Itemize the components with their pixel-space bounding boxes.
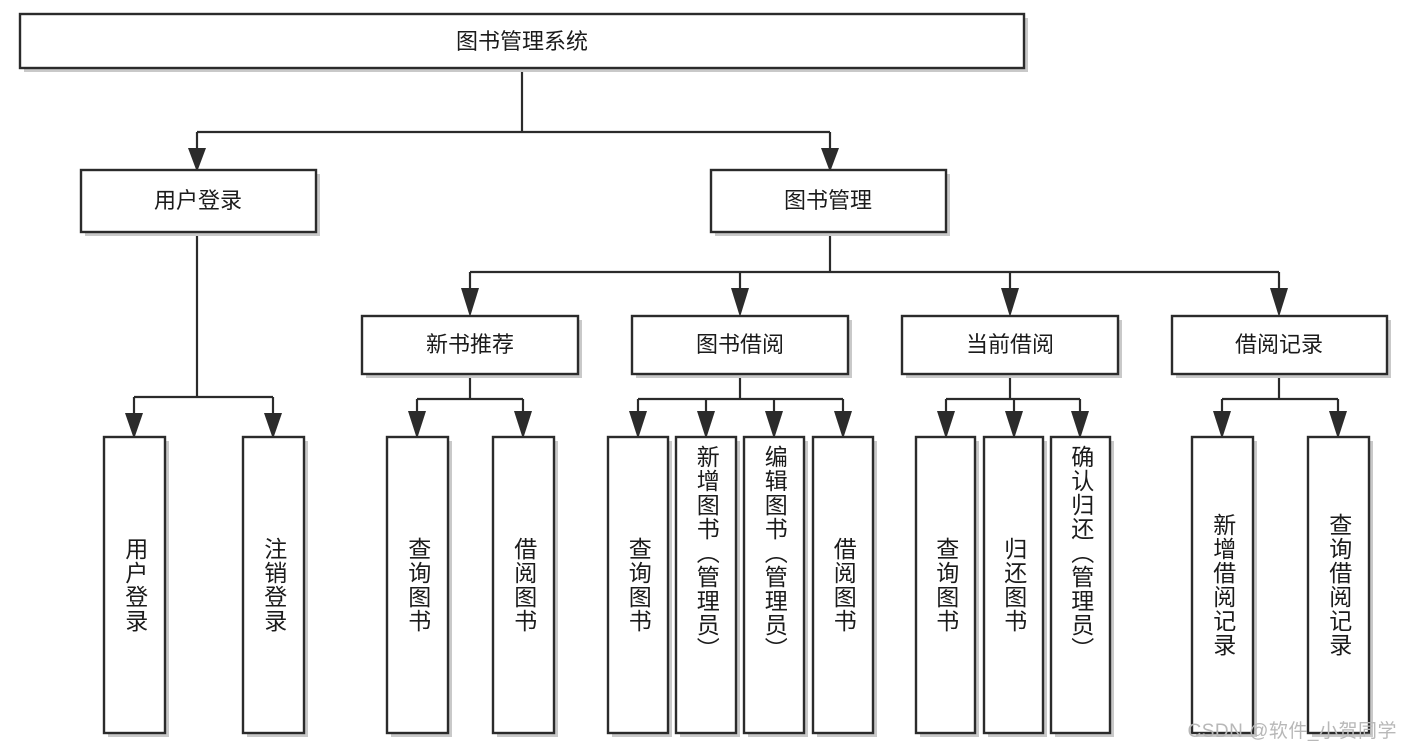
node-root[interactable]: 图书管理系统 <box>18 12 1028 72</box>
node-leaf-borrow-book-2-box[interactable] <box>811 435 875 735</box>
node-borrow-record-label: 借阅记录 <box>1235 332 1323 357</box>
node-user-login-label: 用户登录 <box>154 188 242 213</box>
node-leaf-query-record-box[interactable] <box>1306 435 1371 735</box>
node-leaf-return-book[interactable] <box>982 435 1047 737</box>
node-leaf-query-book-1[interactable] <box>385 435 452 737</box>
node-book-manage[interactable]: 图书管理 <box>709 168 950 236</box>
node-layer: 图书管理系统 用户登录 图书管理 新书推荐 <box>18 12 1391 737</box>
node-book-borrow[interactable]: 图书借阅 <box>630 314 852 378</box>
csdn-watermark: CSDN @软件_小贺同学 <box>1187 721 1397 742</box>
arrowhead-new-book-rec <box>461 288 479 317</box>
node-leaf-return-book-box[interactable] <box>982 435 1045 735</box>
node-book-manage-label: 图书管理 <box>784 188 872 213</box>
node-leaf-add-book-box[interactable] <box>674 435 738 735</box>
arrowhead-leaf-return <box>1005 411 1023 439</box>
node-leaf-user-login[interactable] <box>102 435 169 737</box>
arrowhead-leaf-user-login <box>125 413 143 439</box>
node-current-borrow-label: 当前借阅 <box>966 332 1054 357</box>
node-leaf-add-record[interactable] <box>1190 435 1257 737</box>
arrowhead-leaf-logout <box>264 413 282 439</box>
node-leaf-borrow-book-2[interactable] <box>811 435 877 737</box>
arrowhead-leaf-query-2 <box>629 411 647 439</box>
node-leaf-query-book-2[interactable] <box>606 435 672 737</box>
node-borrow-record[interactable]: 借阅记录 <box>1170 314 1391 378</box>
node-root-box[interactable] <box>18 12 1026 70</box>
arrowhead-leaf-query-3 <box>937 411 955 439</box>
node-book-borrow-label: 图书借阅 <box>696 332 784 357</box>
node-leaf-edit-book-box[interactable] <box>742 435 806 735</box>
node-leaf-user-login-box[interactable] <box>102 435 167 735</box>
node-new-book-rec-label: 新书推荐 <box>426 332 514 357</box>
arrowhead-leaf-borrow-2 <box>834 411 852 439</box>
node-leaf-confirm-return-box[interactable] <box>1049 435 1112 735</box>
arrowhead-leaf-borrow-1 <box>514 411 532 439</box>
node-leaf-query-record[interactable] <box>1306 435 1373 737</box>
node-new-book-rec-box[interactable] <box>360 314 580 376</box>
node-borrow-record-box[interactable] <box>1170 314 1389 376</box>
arrowhead-user-login <box>188 148 206 172</box>
node-book-manage-box[interactable] <box>709 168 948 234</box>
node-leaf-edit-book[interactable] <box>742 435 808 737</box>
arrowhead-borrow-record <box>1270 288 1288 317</box>
node-user-login-box[interactable] <box>79 168 318 234</box>
node-leaf-confirm-return[interactable] <box>1049 435 1114 737</box>
node-leaf-logout-box[interactable] <box>241 435 306 735</box>
node-leaf-add-book[interactable] <box>674 435 740 737</box>
arrowhead-leaf-confirm-return <box>1071 411 1089 439</box>
node-leaf-query-book-1-box[interactable] <box>385 435 450 735</box>
arrowhead-layer <box>125 148 1347 439</box>
node-current-borrow-box[interactable] <box>900 314 1120 376</box>
node-root-label: 图书管理系统 <box>456 29 588 54</box>
node-leaf-query-book-2-box[interactable] <box>606 435 670 735</box>
node-leaf-add-record-box[interactable] <box>1190 435 1255 735</box>
node-leaf-logout[interactable] <box>241 435 308 737</box>
arrowhead-current-borrow <box>1001 288 1019 317</box>
arrowhead-leaf-query-record <box>1329 411 1347 439</box>
node-new-book-rec[interactable]: 新书推荐 <box>360 314 582 378</box>
node-current-borrow[interactable]: 当前借阅 <box>900 314 1122 378</box>
arrowhead-leaf-add-book <box>697 411 715 439</box>
arrowhead-leaf-add-record <box>1213 411 1231 439</box>
arrowhead-book-borrow <box>731 288 749 317</box>
node-leaf-borrow-book-1[interactable] <box>491 435 558 737</box>
node-book-borrow-box[interactable] <box>630 314 850 376</box>
node-leaf-borrow-book-1-box[interactable] <box>491 435 556 735</box>
arrowhead-leaf-query-1 <box>408 411 426 439</box>
node-user-login[interactable]: 用户登录 <box>79 168 320 236</box>
node-leaf-query-book-3-box[interactable] <box>914 435 977 735</box>
arrowhead-leaf-edit-book <box>765 411 783 439</box>
arrowhead-book-manage <box>821 148 839 172</box>
node-leaf-query-book-3[interactable] <box>914 435 979 737</box>
